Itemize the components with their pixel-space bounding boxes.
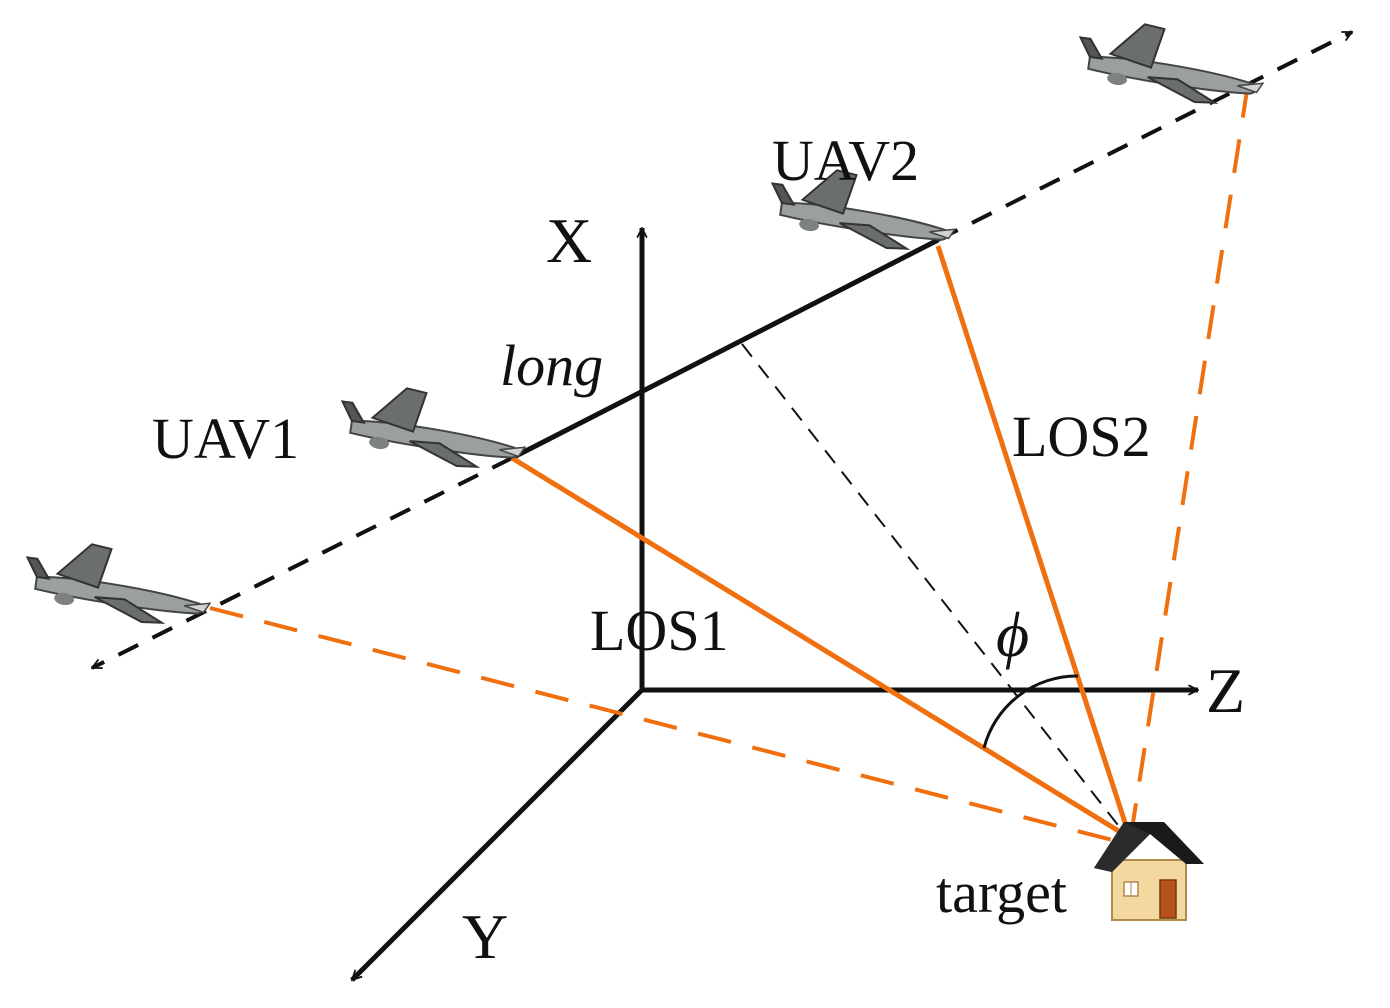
lines-of-sight bbox=[209, 83, 1250, 844]
baseline-extension-lower bbox=[92, 456, 513, 670]
uav-aircraft-icon bbox=[1072, 14, 1270, 113]
uav-aircraft-icon bbox=[19, 534, 217, 633]
los1-label: LOS1 bbox=[590, 598, 729, 663]
los-far-right-dashed bbox=[1128, 83, 1250, 843]
perpendicular-dashed bbox=[741, 343, 1129, 839]
coordinate-axes bbox=[350, 228, 1198, 982]
los2-line bbox=[935, 245, 1133, 839]
los2-label: LOS2 bbox=[1012, 404, 1151, 469]
long-label: long bbox=[500, 333, 603, 398]
angle-arc bbox=[982, 674, 1079, 749]
z-axis-label: Z bbox=[1206, 655, 1245, 726]
los1-line bbox=[510, 455, 1132, 841]
baseline-extension-upper bbox=[937, 30, 1352, 242]
los-far-left-dashed bbox=[209, 606, 1121, 844]
angle-phi-label: ϕ bbox=[996, 599, 1029, 670]
y-axis bbox=[350, 688, 644, 982]
house-icon bbox=[1094, 822, 1204, 921]
uav-baseline bbox=[92, 30, 1352, 839]
y-axis-label: Y bbox=[462, 901, 508, 972]
uav1-label: UAV1 bbox=[152, 406, 299, 471]
x-axis-label: X bbox=[546, 205, 592, 276]
target-label: target bbox=[936, 860, 1067, 925]
uav2-label: UAV2 bbox=[772, 128, 919, 193]
baseline-solid bbox=[510, 237, 940, 461]
